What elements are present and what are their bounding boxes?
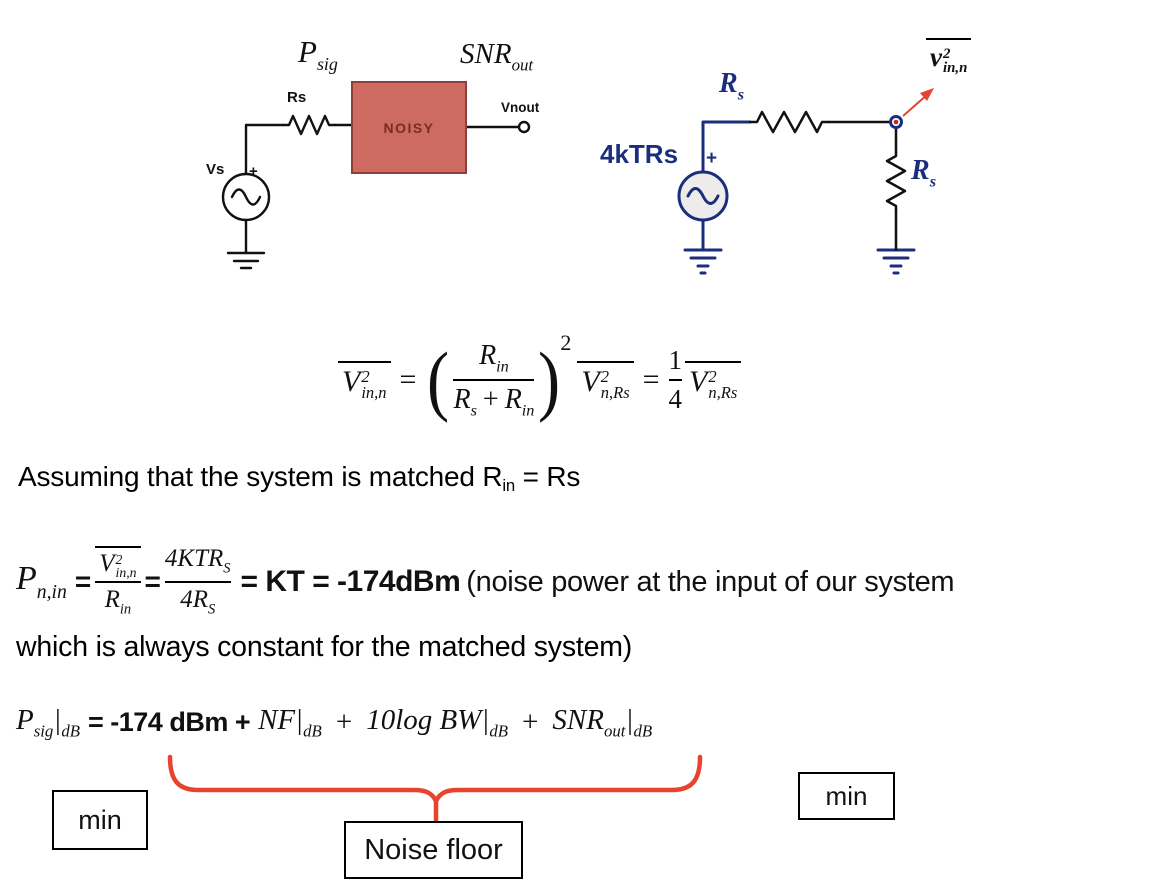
- bw-term: 10log BW|dB: [366, 704, 509, 741]
- min-box-right: min: [798, 772, 895, 820]
- squared-exponent: 2: [560, 330, 572, 355]
- rs-top-label: Rs: [719, 68, 745, 104]
- kt-result: = KT = -174dBm: [240, 565, 461, 598]
- ground-icon: [683, 248, 723, 275]
- noise-floor-box: Noise floor: [344, 821, 523, 879]
- noisy-label: NOISY: [383, 119, 435, 136]
- min-box-left: min: [52, 790, 148, 850]
- wire: [701, 120, 752, 174]
- resistor-rs-series: [748, 110, 831, 134]
- left-circuit-diagram: [221, 114, 531, 270]
- ground-icon: [226, 251, 266, 270]
- resistor-rs: [281, 114, 337, 136]
- one-quarter: 1 4: [668, 345, 683, 414]
- equation-psig: Psig|dB = -174 dBm + NF|dB + 10log BW|dB…: [16, 704, 653, 741]
- vnout-label: Vnout: [501, 100, 540, 115]
- noisy-block: NOISY: [351, 81, 467, 174]
- sine-icon: [686, 187, 720, 205]
- right-circuit-diagram: [677, 88, 934, 275]
- noise-power-note: (noise power at the input of our system: [466, 565, 955, 598]
- sine-icon: [230, 188, 262, 206]
- snr-out-label: SNRout: [460, 38, 534, 75]
- note-line2: which is always constant for the matched…: [16, 631, 633, 663]
- 4ktrs-label: 4kTRs: [600, 139, 679, 169]
- divider-fraction: Rin Rs+Rin: [453, 339, 535, 420]
- nf-term: NF|dB: [258, 704, 322, 741]
- plus-sign: +: [249, 163, 258, 180]
- psig-term: Psig|dB: [16, 704, 81, 741]
- noise-voltage-arrow: [902, 88, 934, 117]
- plus-sign: +: [706, 148, 718, 169]
- wire: [244, 123, 285, 176]
- psig-label: Psig: [298, 34, 338, 75]
- assumption-text: Assuming that the system is matched Rin …: [18, 461, 581, 496]
- vs-label: Vs: [206, 161, 225, 178]
- rs-right-label: Rs: [911, 155, 937, 191]
- open-paren: (: [427, 335, 450, 423]
- pnin-term: Pn,in: [16, 560, 67, 603]
- snrout-term: SNRout|dB: [552, 704, 653, 741]
- close-paren: ): [538, 335, 561, 423]
- resistor-rs-shunt: [885, 150, 907, 212]
- noise-floor-brace: [167, 754, 703, 822]
- rs-label: Rs: [287, 89, 307, 106]
- output-terminal: [517, 120, 531, 134]
- ground-icon: [876, 248, 916, 275]
- pnin-fraction2: 4KTRS 4RS: [164, 545, 231, 618]
- node-center: [893, 119, 899, 125]
- minus174-term: = -174 dBm +: [88, 707, 251, 738]
